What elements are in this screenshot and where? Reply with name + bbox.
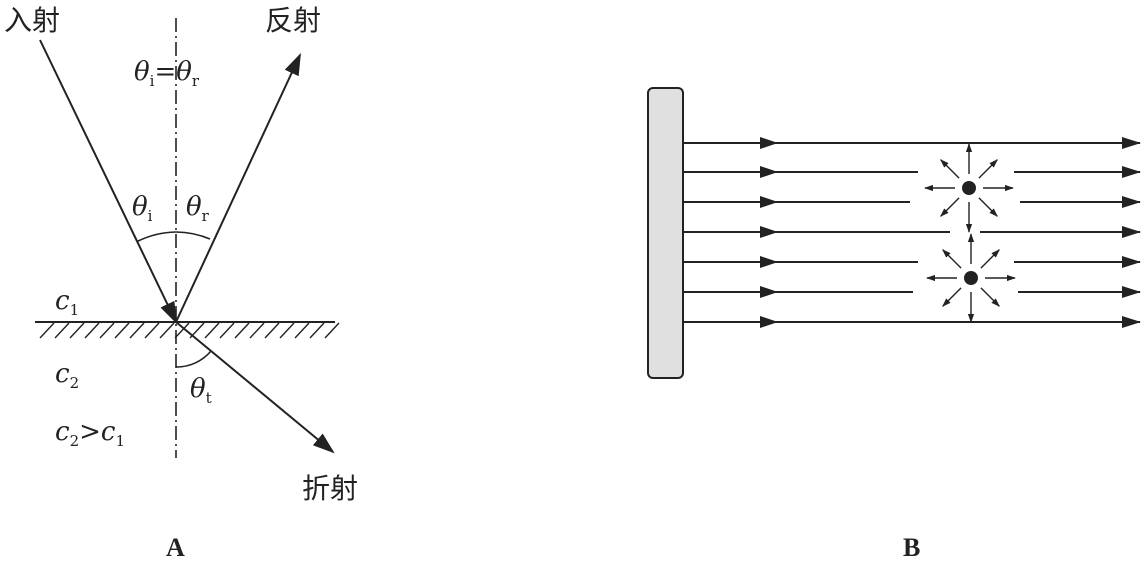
reflected-label: 反射 <box>265 4 321 37</box>
wave-arrowhead <box>760 316 778 328</box>
wave-arrowhead <box>760 286 778 298</box>
wave-arrowhead <box>1122 286 1141 298</box>
wave-arrowhead <box>760 137 778 149</box>
scatterer-dot <box>964 271 978 285</box>
hatch-mark <box>204 322 220 339</box>
hatch-mark <box>144 322 160 339</box>
hatch-mark <box>159 322 175 339</box>
wave-arrowhead <box>1122 196 1141 208</box>
hatch-mark <box>114 322 130 339</box>
interface-hatching <box>39 322 340 339</box>
refracted-label: 折射 <box>302 472 358 505</box>
incident-label: 入射 <box>4 4 60 37</box>
hatch-mark <box>234 322 250 339</box>
scatter-arrow <box>978 197 998 217</box>
hatch-mark <box>264 322 280 339</box>
speed-relation-label: c2>c1 <box>55 417 125 450</box>
panel-b: B <box>647 87 1141 562</box>
scatter-arrow <box>978 159 998 179</box>
scatter-arrow <box>940 197 960 217</box>
hatch-mark <box>309 322 325 339</box>
hatch-mark <box>279 322 295 339</box>
medium1-label: c1 <box>55 286 79 319</box>
hatch-mark <box>174 322 190 339</box>
scatter-arrow <box>940 159 960 179</box>
wave-arrowhead <box>1122 137 1141 149</box>
hatch-mark <box>219 322 235 339</box>
scatterer-top <box>924 143 1014 233</box>
hatch-mark <box>84 322 100 339</box>
panel-a-caption: A <box>166 533 185 562</box>
wave-arrowhead <box>760 196 778 208</box>
wave-arrowhead <box>1122 226 1141 238</box>
hatch-mark <box>99 322 115 339</box>
scatter-arrow <box>942 249 962 269</box>
equal-angle-label: θi=θr <box>134 57 200 90</box>
hatch-mark <box>324 322 340 339</box>
wave-arrowhead <box>1122 316 1141 328</box>
theta-i-arc <box>137 231 177 243</box>
wave-arrowhead <box>1122 256 1141 268</box>
theta-i-label: θi <box>132 192 153 225</box>
source-plate <box>647 87 684 379</box>
wave-arrowhead <box>760 226 778 238</box>
scatter-arrow <box>980 249 1000 269</box>
wave-lines <box>683 137 1141 328</box>
scatter-arrow <box>980 287 1000 307</box>
panel-b-caption: B <box>903 533 920 562</box>
scatterer-bottom <box>926 233 1016 323</box>
theta-t-arc <box>175 350 212 368</box>
theta-r-arc <box>175 231 211 240</box>
wave-arrowhead <box>760 166 778 178</box>
medium2-label: c2 <box>55 359 79 392</box>
incident-ray <box>39 39 177 324</box>
hatch-mark <box>294 322 310 339</box>
hatch-mark <box>69 322 85 339</box>
wave-arrowhead <box>1122 166 1141 178</box>
hatch-mark <box>249 322 265 339</box>
hatch-mark <box>129 322 145 339</box>
wave-arrowhead <box>760 256 778 268</box>
hatch-mark <box>54 322 70 339</box>
theta-t-label: θt <box>190 374 212 407</box>
reflected-ray <box>175 53 301 323</box>
hatch-mark <box>39 322 55 339</box>
scatterer-dot <box>962 181 976 195</box>
panel-a: 入射 反射 折射 θi=θr θi θr θt c1 c2 c2>c1 A <box>4 4 358 562</box>
theta-r-label: θr <box>186 192 210 225</box>
refracted-ray <box>175 321 335 454</box>
scatter-arrow <box>942 287 962 307</box>
